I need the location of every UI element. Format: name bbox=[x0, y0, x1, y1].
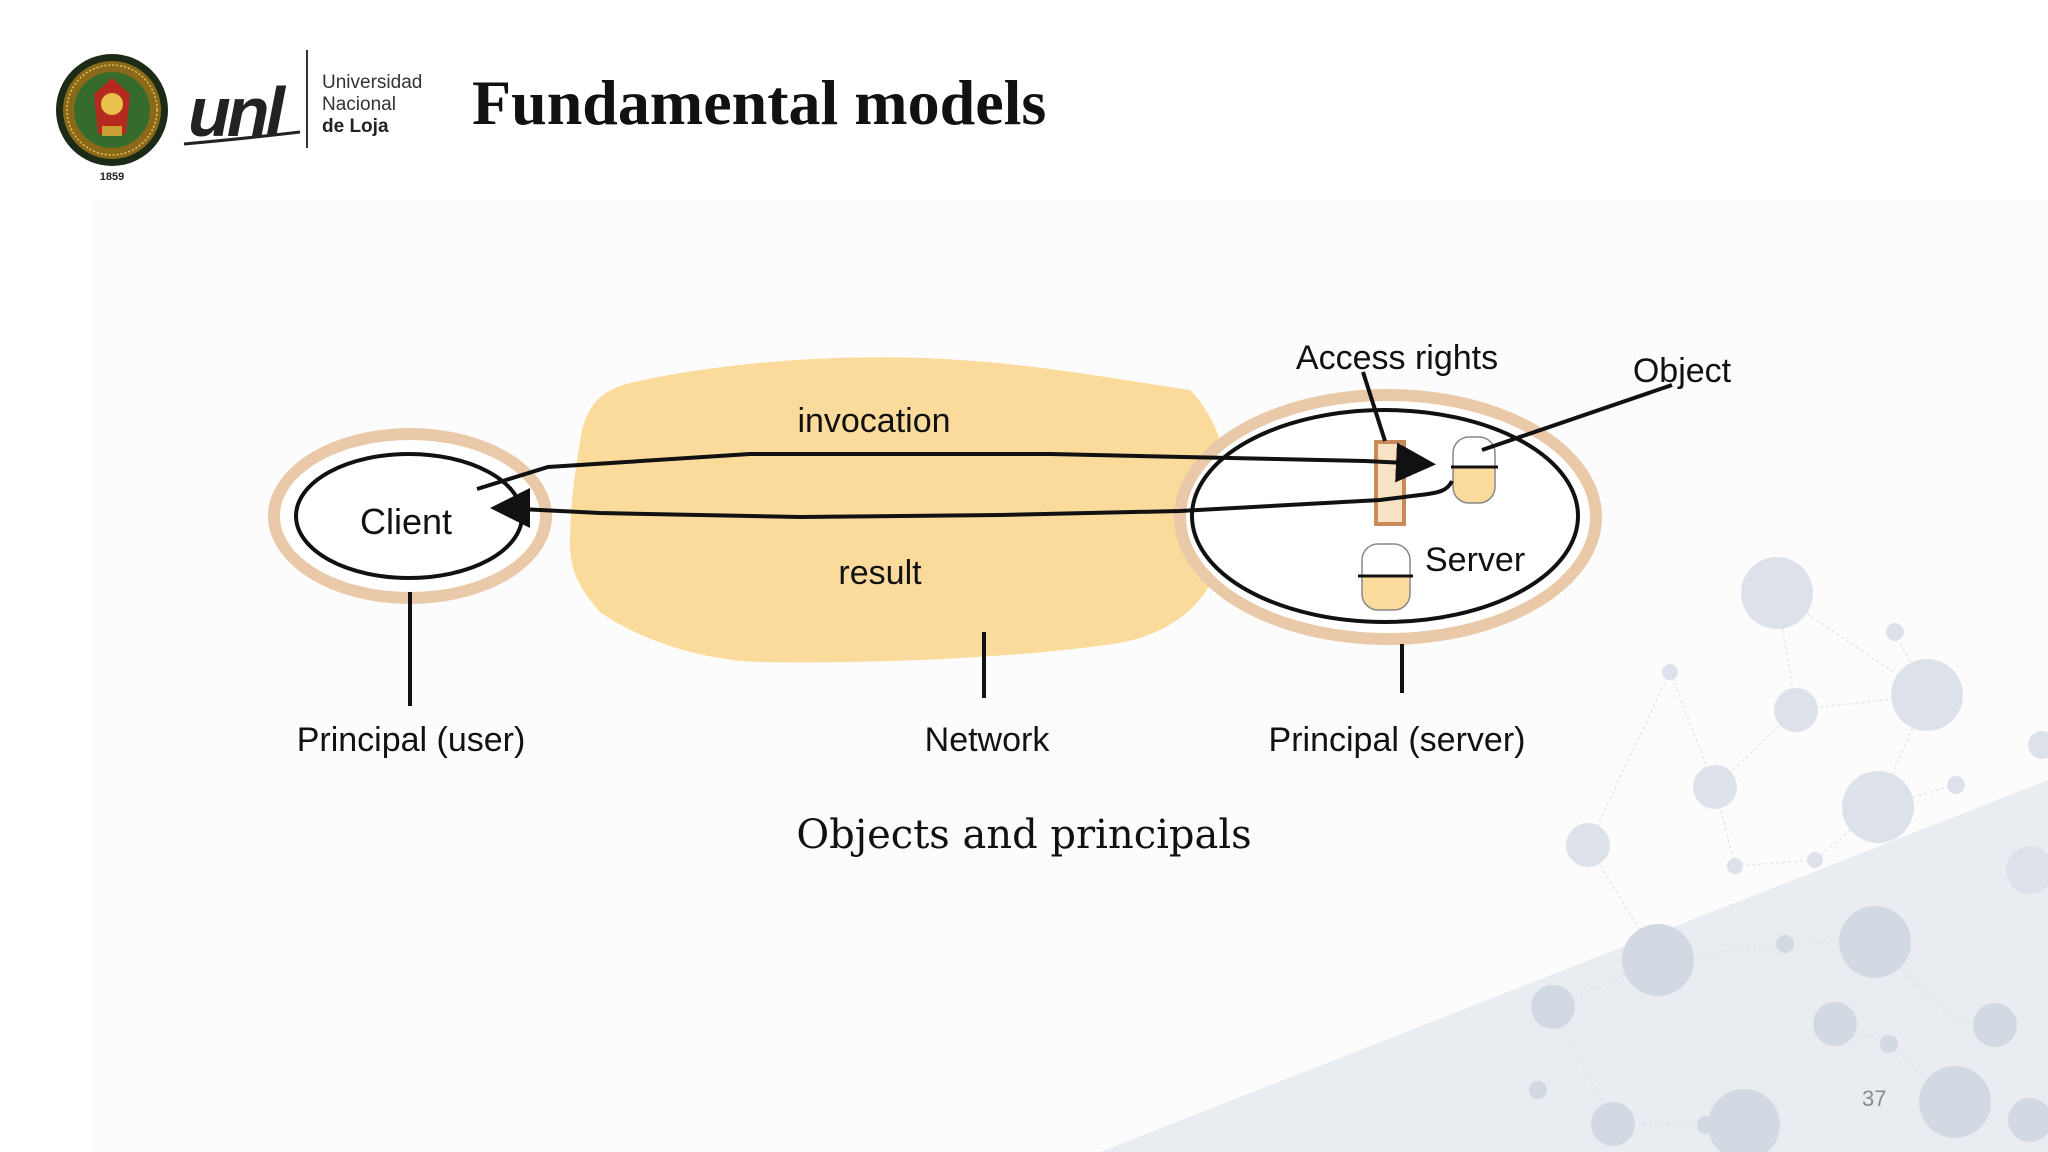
result-arrow bbox=[490, 480, 1454, 528]
object-capsule-2 bbox=[1358, 543, 1413, 611]
access-rights-box bbox=[1374, 440, 1406, 526]
page-number: 37 bbox=[1862, 1086, 1887, 1111]
network-label: Network bbox=[925, 721, 1051, 759]
university-logo: 1859 unl Universidad Nacional de Loja bbox=[50, 48, 440, 188]
object-label: Object bbox=[1633, 352, 1732, 390]
invocation-label: invocation bbox=[797, 402, 950, 440]
principal-server-label: Principal (server) bbox=[1269, 721, 1526, 759]
result-label: result bbox=[838, 554, 922, 592]
access-rights-pointer bbox=[1361, 371, 1387, 442]
svg-text:de Loja: de Loja bbox=[322, 116, 389, 137]
slide-title: Fundamental models bbox=[472, 67, 1047, 138]
svg-text:Nacional: Nacional bbox=[322, 94, 396, 115]
object-pointer bbox=[1481, 383, 1673, 452]
svg-text:Universidad: Universidad bbox=[322, 72, 422, 93]
network-cloud bbox=[570, 357, 1232, 663]
figure-caption: Objects and principals bbox=[796, 812, 1252, 858]
invocation-arrow bbox=[476, 442, 1436, 491]
server-label: Server bbox=[1425, 541, 1525, 579]
university-seal-icon: 1859 unl Universidad Nacional de Loja bbox=[56, 50, 422, 183]
principal-user-label: Principal (user) bbox=[297, 721, 526, 759]
client-label: Client bbox=[360, 501, 452, 542]
svg-text:1859: 1859 bbox=[100, 171, 124, 183]
access-rights-label: Access rights bbox=[1296, 339, 1498, 377]
